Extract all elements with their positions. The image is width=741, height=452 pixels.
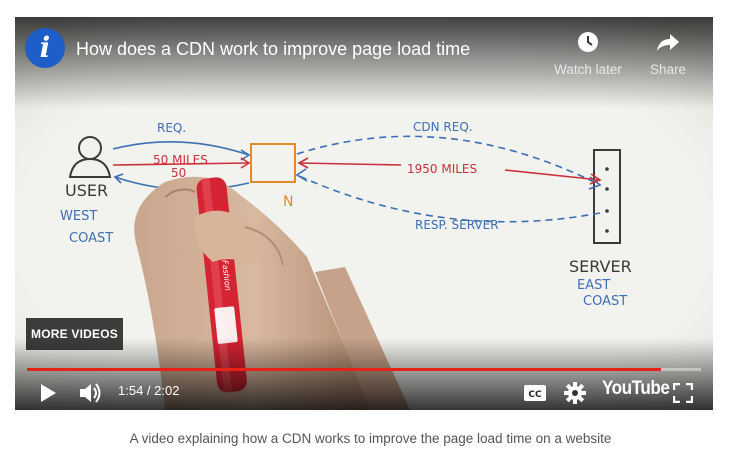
channel-icon-letter: i [39,31,51,64]
user-figure [68,136,112,178]
youtube-logo[interactable]: YouTube [602,378,670,399]
video-title[interactable]: How does a CDN work to improve page load… [76,39,471,59]
watch-later-label: Watch later [554,62,622,77]
miles-1950-label: 1950 MILES [407,162,477,176]
channel-avatar[interactable]: i [25,28,65,68]
req-label: REQ. [157,121,186,135]
user-label: USER [65,181,108,200]
bottom-gradient [15,338,713,410]
server-tower [593,149,621,244]
fifty-miles-label: 50 MILES [153,153,208,167]
time-display: 1:54 / 2:02 [118,383,180,398]
top-gradient [15,17,713,109]
cdn-req-label: CDN REQ. [413,120,473,134]
more-videos-button[interactable]: MORE VIDEOS [26,318,123,350]
cdn-box [250,143,296,183]
cdn-partial-label: N [283,194,293,210]
fullscreen-icon [673,383,693,403]
clock-icon [548,29,628,55]
video-player[interactable]: REQ. CDN REQ. RESP. SERVER WEST COAST EA… [15,17,713,410]
share-button[interactable]: Share [628,29,708,77]
progress-bar-fill [27,368,661,371]
cc-icon: CC [524,385,546,401]
east-coast-label: COAST [583,294,627,309]
captions-button[interactable]: CC [523,381,547,405]
progress-bar[interactable] [27,368,701,371]
watch-later-button[interactable]: Watch later [548,29,628,77]
settings-button[interactable] [562,380,588,406]
east-label: EAST [577,278,610,293]
fullscreen-button[interactable] [670,380,696,406]
west-label: WEST [60,209,97,224]
fifty-partial-label: 50 [171,166,186,180]
server-label: SERVER [569,257,632,276]
svg-text:CC: CC [528,390,542,400]
red-arrows [112,157,251,169]
cdn-server-arrows [296,135,601,223]
volume-icon [80,383,101,403]
video-caption: A video explaining how a CDN works to im… [129,431,612,446]
share-label: Share [649,62,687,77]
volume-button[interactable] [78,381,104,405]
share-icon [628,29,708,55]
resp-server-label: RESP. SERVER [415,218,499,232]
play-icon [41,384,56,402]
play-button[interactable] [36,381,60,405]
gear-icon [564,382,586,404]
west-coast-label: COAST [69,231,113,246]
